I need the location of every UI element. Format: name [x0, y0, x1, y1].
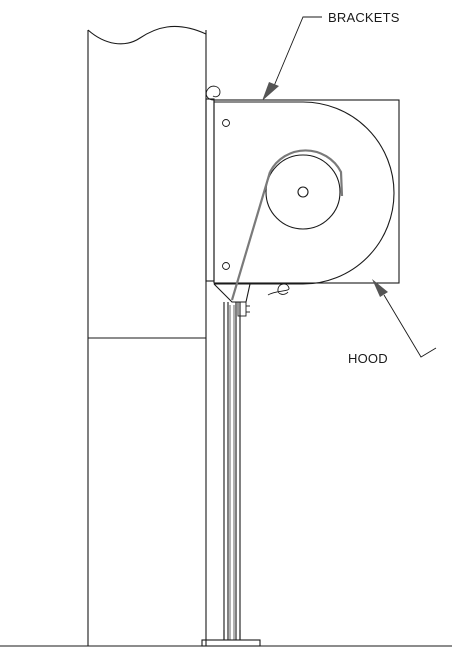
brackets-arrowhead [262, 82, 279, 101]
hood-callout: HOOD [348, 279, 437, 366]
bolt-hole-bottom [222, 262, 230, 270]
bracket-plate [205, 85, 221, 282]
coiled-curtain [230, 149, 344, 301]
curtain-coil [265, 154, 341, 230]
guide-rail [201, 302, 261, 647]
guide-bolt [237, 301, 247, 317]
wall-jamb [87, 26, 207, 646]
brackets-label: BRACKETS [328, 10, 400, 25]
hood-arrowhead [372, 279, 388, 297]
curtain-descent [230, 171, 272, 301]
hood-housing [213, 99, 400, 285]
brackets-callout: BRACKETS [262, 10, 400, 101]
curtain-wrap [269, 149, 344, 197]
axle [297, 186, 309, 198]
bolt-hole-top [222, 119, 230, 127]
guide-funnel [213, 283, 290, 317]
hood-label: HOOD [348, 351, 388, 366]
base-plate [201, 639, 261, 647]
